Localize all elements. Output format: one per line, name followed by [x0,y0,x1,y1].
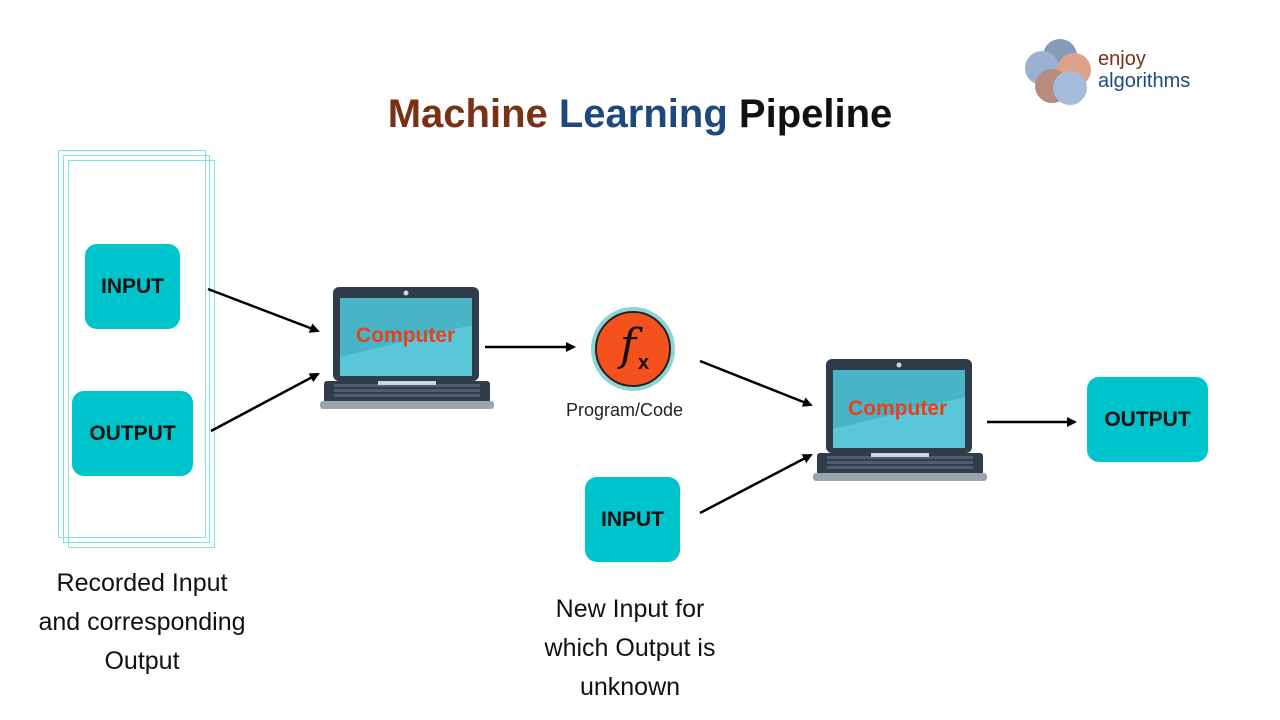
new-input-caption: New Input for which Output is unknown [505,590,755,707]
recorded-input-label: INPUT [101,274,164,298]
arrow-input-to-computer-1 [207,287,320,333]
function-subscript: x [638,352,650,374]
laptop-icon [320,287,494,409]
caption-line: Recorded Input [56,569,228,597]
recorded-data-frame-inner [63,155,210,543]
new-input-box: INPUT [585,477,680,562]
recorded-output-label: OUTPUT [89,421,176,445]
caption-line: and corresponding [38,608,246,636]
new-input-label: INPUT [601,507,664,531]
computer-2-label: Computer [848,397,948,420]
caption-line: New Input for [555,595,705,623]
title-word-machine: Machine [387,92,548,136]
logo-text-algorithms: algorithms [1098,70,1191,92]
program-function-icon: f x [590,306,676,392]
computer-2: Computer [811,357,989,485]
arrow-new-input-to-computer-2 [699,453,813,515]
recorded-data-frame [58,150,206,538]
page-title: Machine Learning Pipeline [0,92,1280,137]
arrow-output-to-computer-1 [210,372,320,433]
function-symbol: f [620,320,637,371]
program-code-label: Program/Code [566,400,684,420]
computer-1-label: Computer [356,324,456,347]
title-word-pipeline: Pipeline [738,92,893,136]
caption-line: unknown [579,673,681,701]
recorded-data-frame-outer [68,160,215,548]
caption-line: which Output is [544,634,716,662]
logo-text-enjoy: enjoy [1098,48,1146,70]
computer-1: Computer [318,285,496,413]
final-output-box: OUTPUT [1087,377,1208,462]
recorded-data-caption: Recorded Input and corresponding Output [12,564,272,681]
laptop-icon [813,359,987,481]
enjoyalgorithms-logo: enjoy algorithms [1022,36,1222,108]
arrow-program-to-computer-2 [699,359,813,407]
caption-line: Output [104,647,180,675]
flower-logo-icon [1025,39,1091,105]
final-output-label: OUTPUT [1104,407,1191,431]
title-word-learning: Learning [558,92,728,136]
recorded-input-box: INPUT [85,244,180,329]
recorded-output-box: OUTPUT [72,391,193,476]
